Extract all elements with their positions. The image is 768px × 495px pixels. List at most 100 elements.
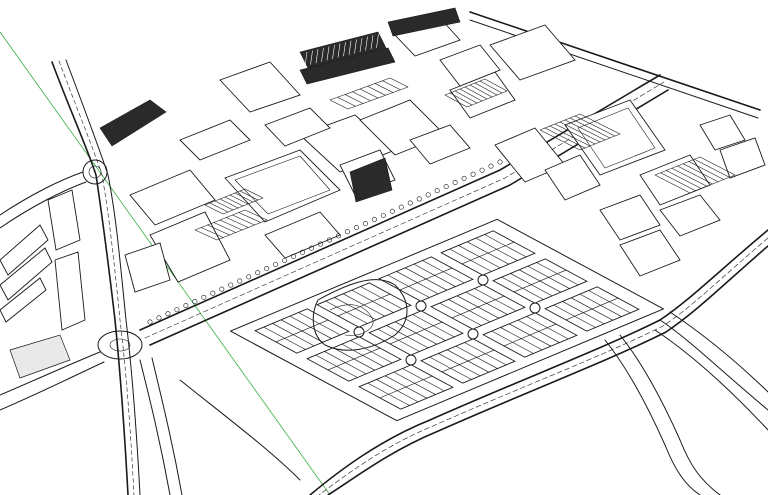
parking-stripe <box>239 190 259 201</box>
parking-stripe <box>671 167 708 187</box>
tree <box>326 237 332 243</box>
left-highway <box>51 61 129 495</box>
tree <box>264 266 270 272</box>
facade-stripe <box>354 39 357 54</box>
tree <box>398 204 404 210</box>
parking-stripe <box>694 158 730 178</box>
intersection-roundabout <box>477 274 489 286</box>
parking-stripe <box>367 85 386 96</box>
parking-stripe <box>213 222 237 233</box>
parking-lot <box>444 78 508 108</box>
lot-line <box>461 241 515 265</box>
street-trees <box>147 159 503 325</box>
parking-stripe <box>232 214 255 226</box>
parking-stripe <box>214 200 234 211</box>
tree <box>407 200 413 206</box>
tree <box>452 180 458 186</box>
parking-stripe <box>660 172 696 192</box>
parking-stripe <box>234 192 254 203</box>
tree <box>461 175 467 181</box>
tree <box>416 196 422 202</box>
lot-line <box>513 269 567 293</box>
tree <box>434 188 440 194</box>
intersection-roundabout <box>405 354 417 366</box>
parking-stripe <box>688 161 725 180</box>
tree <box>335 233 341 239</box>
mall-building-1 <box>224 149 341 223</box>
facade-stripe <box>343 42 346 57</box>
parking-stripe <box>569 117 611 139</box>
tree <box>210 290 216 296</box>
tree <box>219 286 225 292</box>
lot-line <box>565 297 619 321</box>
east-highway <box>309 229 768 495</box>
tree <box>273 262 279 268</box>
parking-lot <box>204 188 264 215</box>
facade-stripe <box>332 44 335 60</box>
left-highway-edge <box>65 59 141 495</box>
grid-perimeter-road <box>230 218 664 422</box>
parking-stripe <box>224 196 244 207</box>
parking-stripe <box>459 88 483 102</box>
parking-lot <box>194 209 268 241</box>
lot-line <box>337 293 391 317</box>
parking-stripe <box>219 198 239 209</box>
lot-line <box>327 347 381 371</box>
parking-stripe <box>200 227 224 238</box>
parking-stripe <box>564 119 606 141</box>
tree <box>192 298 198 304</box>
parking-stripe <box>682 163 719 183</box>
parking-stripe <box>209 202 229 213</box>
main-boulevard <box>139 74 661 331</box>
lot-line <box>441 349 495 373</box>
parking-stripe <box>665 170 702 189</box>
parking-stripe <box>544 127 586 149</box>
lot-line <box>389 321 443 345</box>
parking-stripe <box>474 82 498 96</box>
facade-stripe <box>326 46 330 61</box>
tree <box>318 241 324 247</box>
lot-line <box>451 295 505 319</box>
tree <box>488 163 494 169</box>
parking-stripe <box>337 96 356 107</box>
tree <box>380 212 386 218</box>
lot-line <box>275 319 329 343</box>
facade-stripe <box>348 40 352 55</box>
parking-lot <box>329 77 409 110</box>
tree <box>291 253 297 259</box>
tree <box>201 294 207 300</box>
parking-stripe <box>449 92 473 106</box>
parking-lot <box>539 113 621 151</box>
facade-stripe <box>315 49 319 64</box>
parking-stripe <box>559 121 601 143</box>
facade-stripe <box>376 33 379 48</box>
parking-stripe <box>574 115 616 137</box>
parking-stripe <box>464 86 488 100</box>
parking-stripe <box>374 83 394 93</box>
roundabout-south <box>97 330 143 360</box>
tree <box>362 221 368 227</box>
intersection-roundabout <box>415 300 427 312</box>
facade-stripe <box>304 51 308 67</box>
parking-stripe <box>344 94 364 104</box>
tree <box>389 208 395 214</box>
tree <box>353 225 359 231</box>
north-ring-road <box>469 11 761 111</box>
tree <box>237 278 243 284</box>
facade-stripe <box>365 36 368 51</box>
facade-stripe <box>310 50 313 65</box>
tree <box>371 216 377 222</box>
parking-stripe <box>554 123 596 145</box>
tree <box>470 171 476 177</box>
park-outline <box>312 279 408 351</box>
tree <box>479 167 485 173</box>
tree <box>282 257 288 263</box>
parking-stripe <box>469 84 493 98</box>
tree <box>309 245 315 251</box>
tree <box>147 319 153 325</box>
parking-stripe <box>549 125 591 147</box>
parking-stripe <box>219 219 243 231</box>
facade-stripe <box>359 37 363 53</box>
